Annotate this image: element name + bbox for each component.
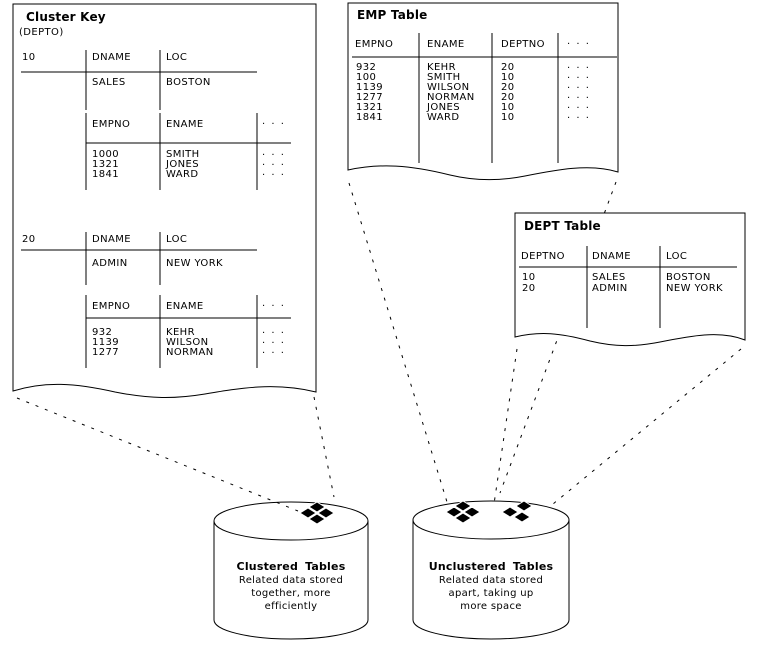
- cell: WILSON: [427, 82, 470, 93]
- ellipsis-cell: . . .: [262, 335, 286, 346]
- ellipsis-column: . . .: [567, 36, 591, 47]
- cell: JONES: [427, 102, 460, 113]
- cell: KEHR: [166, 327, 195, 338]
- ellipsis-cell: . . .: [262, 157, 286, 168]
- connector-dept-bottomleft: [493, 348, 518, 505]
- cell: 1000: [92, 149, 120, 160]
- connector-clusterkey-bottomright: [313, 396, 335, 498]
- cluster-key-value-20: 20: [22, 234, 36, 245]
- clustered-tables-desc-line: together, more: [251, 588, 331, 599]
- cell: 20: [522, 283, 536, 294]
- ellipsis-cell: . . .: [567, 60, 591, 71]
- column-header: LOC: [166, 234, 188, 245]
- ellipsis-cell: . . .: [262, 147, 286, 158]
- clustered-tables-desc-line: efficiently: [264, 601, 318, 612]
- cell: SALES: [592, 272, 626, 283]
- ellipsis-column: . . .: [262, 116, 286, 127]
- connector-clusterkey-bottomleft: [16, 397, 299, 512]
- connector-emp-bottomleft: [348, 182, 448, 503]
- cell: WARD: [166, 169, 199, 180]
- ellipsis-cell: . . .: [567, 90, 591, 101]
- column-header: DNAME: [92, 52, 131, 63]
- cell: 10: [501, 72, 515, 83]
- cell: KEHR: [427, 62, 456, 73]
- cell: NORMAN: [166, 347, 214, 358]
- cell: 1321: [356, 102, 384, 113]
- cell: JONES: [166, 159, 199, 170]
- ellipsis-cell: . . .: [567, 110, 591, 121]
- column-header: EMPNO: [355, 39, 394, 50]
- cluster-key-subtitle: (DEPTO): [19, 27, 64, 38]
- cell: 1139: [356, 82, 384, 93]
- column-header: DNAME: [592, 251, 631, 262]
- cell: BOSTON: [666, 272, 711, 283]
- column-header: DEPTNO: [521, 251, 565, 262]
- cell: 20: [501, 92, 515, 103]
- clustered-tables-desc-line: Related data stored: [238, 575, 344, 586]
- column-header: EMPNO: [92, 301, 131, 312]
- cell: BOSTON: [166, 77, 211, 88]
- emp-table-title: EMP Table: [357, 8, 428, 22]
- unclustered-tables-desc-line: more space: [460, 601, 522, 612]
- cell: NEW YORK: [166, 258, 224, 269]
- emp-table-box: [347, 2, 619, 181]
- cell: 1841: [92, 169, 120, 180]
- connector-lines: [16, 182, 742, 512]
- cell: 10: [501, 112, 515, 123]
- unclustered-dept-diamonds-icon: [501, 500, 533, 523]
- ellipsis-cell: . . .: [262, 345, 286, 356]
- column-header: ENAME: [166, 119, 204, 130]
- ellipsis-cell: . . .: [262, 167, 286, 178]
- cell: NORMAN: [427, 92, 475, 103]
- ellipsis-cell: . . .: [567, 70, 591, 81]
- cell: 20: [501, 62, 515, 73]
- cell: WILSON: [166, 337, 209, 348]
- column-header: LOC: [666, 251, 688, 262]
- clustered-tables-label: Clustered Tables Related data stored tog…: [213, 560, 369, 613]
- cell: ADMIN: [592, 283, 628, 294]
- column-header: DEPTNO: [501, 39, 545, 50]
- unclustered-tables-desc-line: Related data stored: [438, 575, 544, 586]
- cell: 10: [501, 102, 515, 113]
- clustered-data-diamonds-icon: [299, 501, 335, 525]
- ellipsis-column: . . .: [262, 298, 286, 309]
- cell: 1139: [92, 337, 120, 348]
- column-header: DNAME: [92, 234, 131, 245]
- cell: SMITH: [166, 149, 200, 160]
- cell: 932: [356, 62, 377, 73]
- ellipsis-cell: . . .: [567, 80, 591, 91]
- cell: SMITH: [427, 72, 461, 83]
- cell: 10: [522, 272, 536, 283]
- cell: 20: [501, 82, 515, 93]
- cell: 1321: [92, 159, 120, 170]
- column-header: ENAME: [166, 301, 204, 312]
- cluster-key-value-10: 10: [22, 52, 36, 63]
- cluster-key-box: [12, 3, 317, 398]
- column-header: EMPNO: [92, 119, 131, 130]
- connector-dept-bottomright: [552, 348, 742, 505]
- unclustered-emp-diamonds-icon: [445, 500, 481, 524]
- cell: WARD: [427, 112, 460, 123]
- clustered-tables-title: Clustered Tables: [236, 560, 346, 573]
- cell: 1841: [356, 112, 384, 123]
- ellipsis-cell: . . .: [567, 100, 591, 111]
- ellipsis-cell: . . .: [262, 325, 286, 336]
- cell: NEW YORK: [666, 283, 724, 294]
- unclustered-tables-desc-line: apart, taking up: [448, 588, 534, 599]
- cluster-key-title: Cluster Key: [26, 10, 106, 24]
- cell: ADMIN: [92, 258, 128, 269]
- cell: 932: [92, 327, 113, 338]
- cell: 100: [356, 72, 377, 83]
- column-header: LOC: [166, 52, 188, 63]
- cell: 1277: [92, 347, 120, 358]
- unclustered-tables-label: Unclustered Tables Related data stored a…: [413, 560, 569, 613]
- unclustered-tables-title: Unclustered Tables: [428, 560, 554, 573]
- cell: 1277: [356, 92, 384, 103]
- cell: SALES: [92, 77, 126, 88]
- dept-table-box: [514, 212, 746, 347]
- dept-table-title: DEPT Table: [524, 219, 601, 233]
- column-header: ENAME: [427, 39, 465, 50]
